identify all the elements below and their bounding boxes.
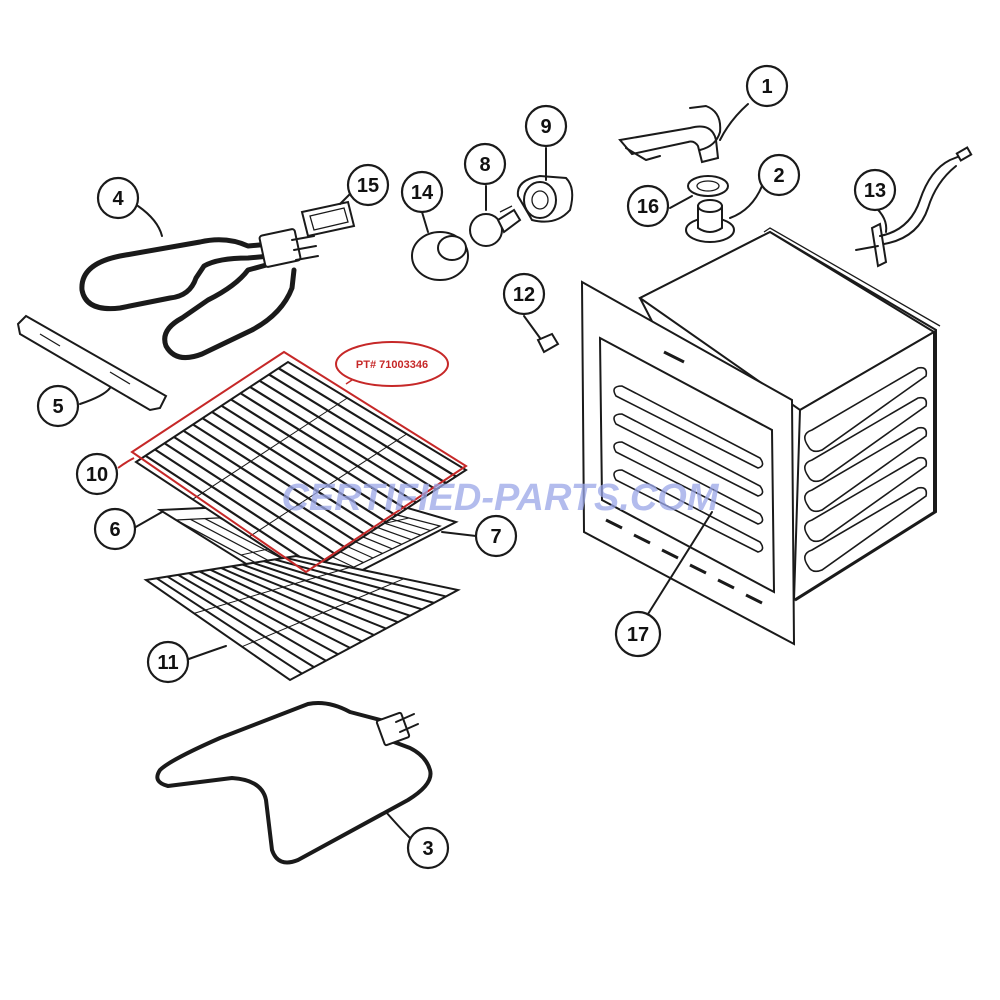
svg-text:11: 11	[157, 652, 178, 674]
svg-text:2: 2	[773, 165, 784, 187]
part-15-gasket-plate	[300, 200, 356, 238]
callout-2: 2	[757, 153, 801, 197]
rack-slots-left	[613, 385, 764, 553]
part-16-gasket	[687, 175, 729, 197]
svg-text:17: 17	[627, 624, 649, 646]
callout-4: 4	[96, 176, 140, 220]
highlight-group: PT# 71003346	[117, 341, 468, 574]
part-8-light-bulb	[469, 208, 522, 247]
svg-text:16: 16	[637, 196, 659, 218]
svg-text:14: 14	[411, 182, 434, 204]
callout-8: 8	[463, 142, 507, 186]
svg-text:15: 15	[357, 175, 379, 197]
part-17-oven-cavity	[580, 227, 941, 646]
svg-text:1: 1	[761, 76, 772, 98]
svg-text:13: 13	[864, 180, 886, 202]
callout-11: 11	[146, 640, 190, 684]
svg-text:10: 10	[86, 464, 108, 486]
svg-text:7: 7	[490, 526, 501, 548]
svg-text:4: 4	[112, 188, 124, 210]
callout-17: 17	[614, 610, 662, 658]
callout-6: 6	[93, 507, 137, 551]
callout-15: 15	[346, 163, 390, 207]
callout-9: 9	[524, 104, 568, 148]
callout-14: 14	[400, 170, 444, 214]
top-rack-grid	[144, 367, 457, 569]
part-number-label: PT# 71003346	[356, 359, 428, 371]
part-4-broil-element	[79, 228, 319, 361]
callout-1: 1	[745, 64, 789, 108]
svg-text:5: 5	[52, 396, 63, 418]
part-5-bracket	[16, 314, 168, 412]
part-13-sensor	[855, 146, 973, 268]
svg-text:8: 8	[479, 154, 490, 176]
callout-7: 7	[474, 514, 518, 558]
part-11-lower-rack	[143, 554, 461, 682]
leader-lines	[79, 103, 888, 839]
svg-text:12: 12	[513, 284, 535, 306]
callout-3: 3	[406, 826, 450, 870]
callout-12: 12	[502, 272, 546, 316]
callout-13: 13	[853, 168, 897, 212]
rack-slots-right	[804, 366, 928, 573]
svg-text:6: 6	[109, 519, 120, 541]
callout-16: 16	[626, 184, 670, 228]
callout-5: 5	[36, 384, 80, 428]
part-3-bake-element	[155, 701, 433, 865]
part-1-vent-duct	[618, 105, 722, 164]
part-14-lamp-cover	[411, 231, 469, 281]
svg-text:3: 3	[422, 838, 433, 860]
lower-rack-grid	[156, 556, 447, 675]
part-9-lamp-socket	[499, 174, 574, 223]
callout-10: 10	[75, 452, 119, 496]
watermark: CERTIFIED-PARTS.COM	[281, 477, 719, 519]
front-frame-slots	[605, 350, 763, 605]
part-12-clip	[536, 332, 560, 354]
part-2-bushing	[685, 199, 735, 243]
svg-text:9: 9	[540, 116, 551, 138]
